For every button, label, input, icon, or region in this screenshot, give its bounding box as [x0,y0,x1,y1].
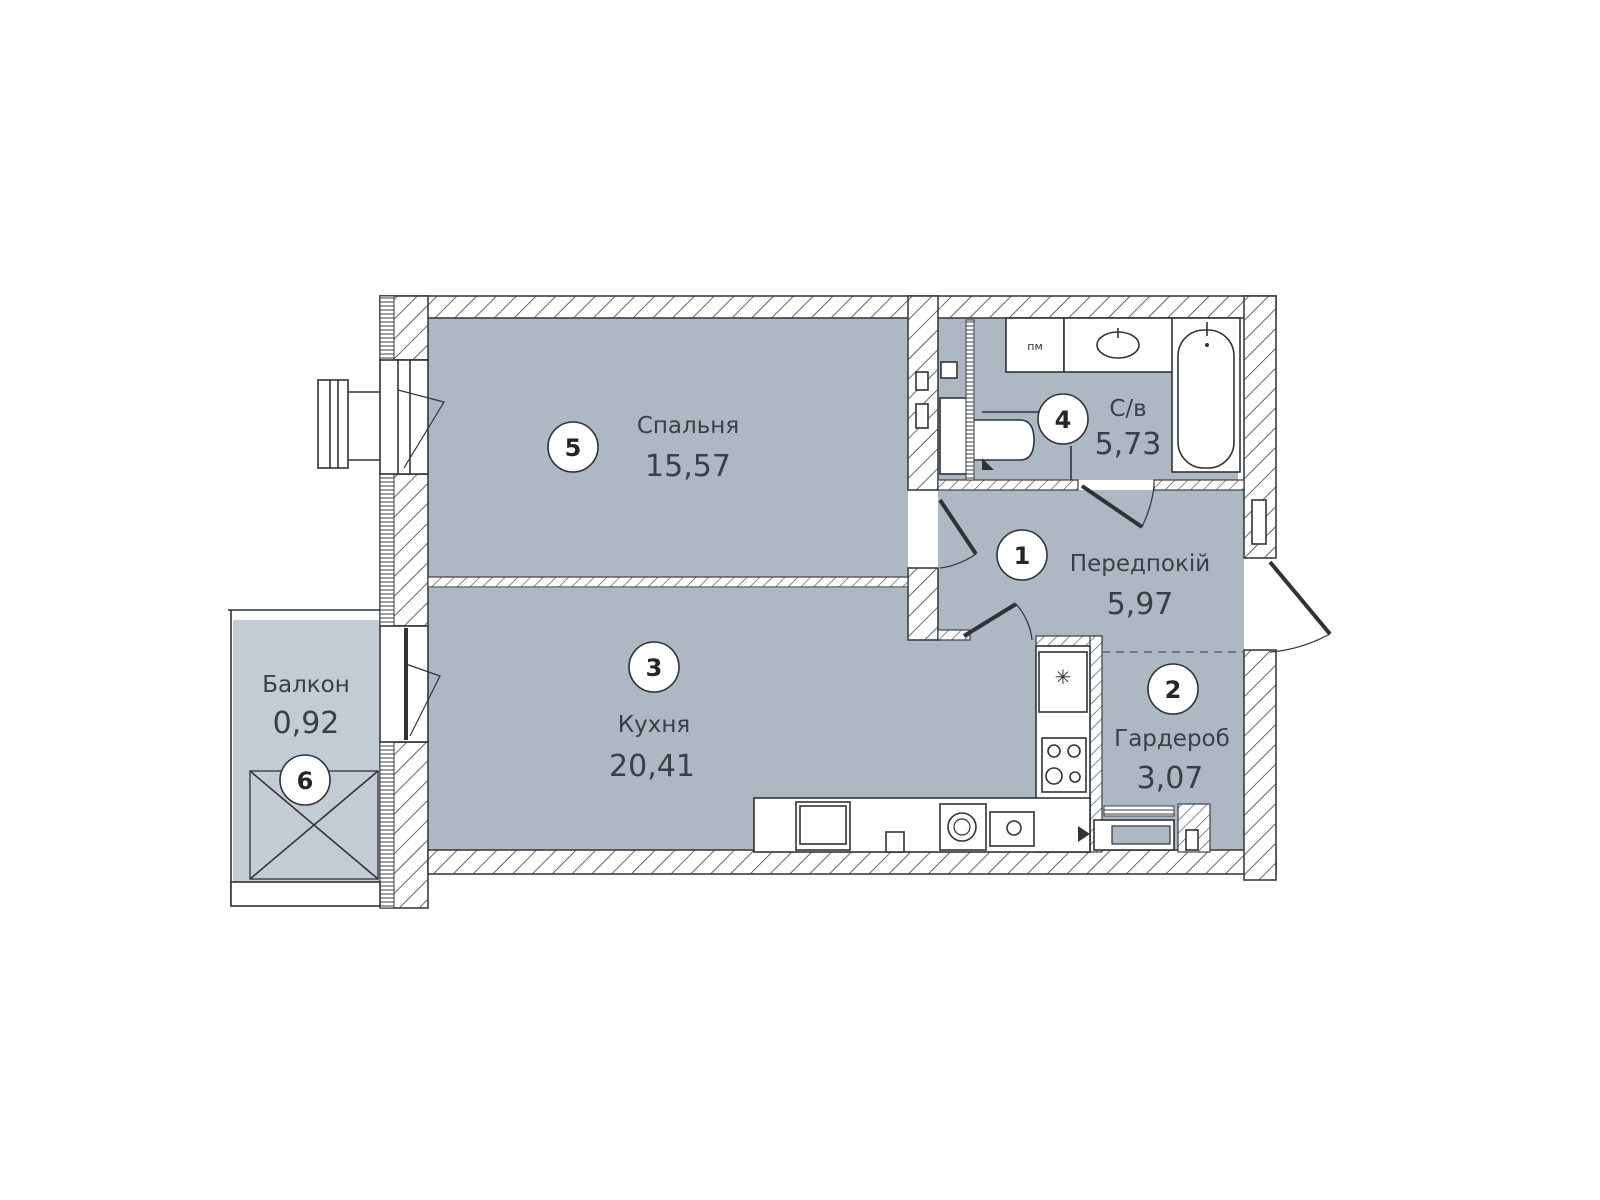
room-area: 0,92 [273,706,340,741]
wall-right-vent [1251,499,1267,545]
burner-icon [1047,744,1061,758]
burner-icon [1045,767,1063,785]
bathroom-fixtures: пм [915,317,1241,481]
burner-icon [1069,771,1081,783]
room-number-badge: 6 [279,754,331,806]
wall-top [379,295,1277,319]
room-name: Гардероб [1114,726,1230,752]
svg-text:1: 1 [1014,542,1031,570]
room-number-badge: 4 [1037,393,1089,445]
room-area: 20,41 [609,749,695,784]
bathroom-door [1080,484,1144,529]
entrance-door [1268,560,1332,636]
doors [938,484,1332,653]
partition-bath-hall-right [1153,479,1245,491]
toilet-bowl-icon [967,419,1035,461]
balcony [228,609,381,907]
washing-machine [1005,317,1065,373]
svg-text:4: 4 [1055,406,1072,434]
room-bedroom: 5 Спальня 15,57 [547,413,739,484]
svg-text:3: 3 [646,654,663,682]
partition-bath-hall-left [937,479,1079,491]
room-name: Балкон [262,672,350,698]
wall-left-insulation-2 [379,473,395,627]
toilet-tank [939,397,969,475]
washing-machine-label: пм [1027,340,1043,353]
room-number-badge: 3 [628,641,680,693]
riser-box [940,361,958,379]
cooktop [1041,737,1087,793]
wall-bottom [427,849,1277,875]
room-name: Спальня [637,413,739,439]
burner-icon [1067,744,1081,758]
svg-text:5: 5 [565,434,582,462]
room-name: С/в [1109,396,1146,422]
wall-left-insulation-3 [379,741,395,909]
room-number-badge: 1 [996,529,1048,581]
balcony-floor [233,620,379,882]
room-number-badge: 5 [547,421,599,473]
room-area: 5,73 [1095,427,1162,462]
wall-left-insulation-1 [379,295,395,361]
svg-text:2: 2 [1165,676,1182,704]
dishwasher-connection [989,811,1035,847]
room-balcony: Балкон 0,92 6 [262,672,350,806]
windows [317,359,445,743]
wall-bedroom-bath [907,295,939,491]
room-hall: 1 Передпокій 5,97 [996,529,1210,622]
bedroom-window [379,359,429,475]
room-area: 3,07 [1137,761,1204,796]
pipe-riser [965,319,975,481]
svg-text:6: 6 [297,767,314,795]
room-name: Передпокій [1070,551,1210,577]
wall-right-lower [1243,649,1277,881]
hood-icon: ✳ [1055,665,1072,689]
walls [379,295,1277,909]
room-bathroom: 4 С/в 5,73 [1037,393,1162,462]
boiler-icon [947,812,977,842]
kitchen-fixtures: ✳ [753,645,1211,853]
kitchen-door [962,602,1018,638]
wall-pillar-hall [907,567,939,641]
room-area: 5,97 [1107,587,1174,622]
socket-box [885,831,905,853]
room-name: Кухня [618,712,690,738]
bedroom-door [938,498,978,556]
wardrobe-shelf [1103,805,1175,817]
room-number-badge: 2 [1147,663,1199,715]
ac-unit [317,379,349,469]
partition-hall-bottom-left [937,629,971,641]
hood-cabinet [1038,651,1088,713]
room-area: 15,57 [645,449,731,484]
bedroom-floor [428,318,908,578]
room-kitchen: 3 Кухня 20,41 [609,641,695,784]
partition-bedroom-kitchen [427,576,909,588]
room-wardrobe: 2 Гардероб 3,07 [1114,663,1230,796]
